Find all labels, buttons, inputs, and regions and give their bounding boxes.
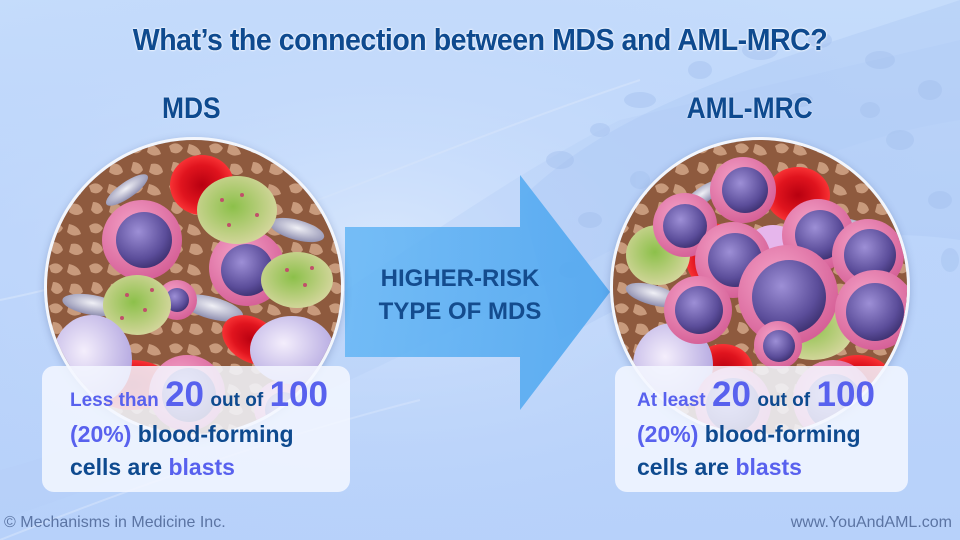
mds-line3-hl: blasts <box>168 454 235 480</box>
aml-line2-rest: blood-forming <box>704 421 861 447</box>
arrow-right-icon <box>345 175 610 410</box>
mds-info-box: Less than 20 out of 100 (20%) blood-form… <box>42 366 350 492</box>
aml-box-line3: cells are blasts <box>637 451 894 484</box>
website-text: www.YouAndAML.com <box>790 514 952 531</box>
mds-prefix: Less than <box>70 390 159 411</box>
mds-line2-rest: blood-forming <box>137 421 294 447</box>
aml-mid: out of <box>757 390 811 411</box>
mds-box-line3: cells are blasts <box>70 451 336 484</box>
arrow-label-line1: HIGHER-RISK <box>380 265 540 292</box>
aml-pct: (20%) <box>637 421 699 447</box>
copyright-text: © Mechanisms in Medicine Inc. <box>4 514 226 531</box>
aml-box-line1: At least 20 out of 100 <box>637 375 894 418</box>
mds-num2: 100 <box>269 375 328 414</box>
arrow-label-line2: TYPE OF MDS <box>378 298 542 325</box>
aml-prefix: At least <box>637 390 706 411</box>
mds-box-line2: (20%) blood-forming <box>70 418 336 451</box>
aml-line3-hl: blasts <box>735 454 802 480</box>
aml-mrc-info-box: At least 20 out of 100 (20%) blood-formi… <box>615 366 908 492</box>
slide-title: What’s the connection between MDS and AM… <box>132 22 828 57</box>
aml-num1: 20 <box>712 375 751 414</box>
mds-line3-start: cells are <box>70 454 163 480</box>
mds-heading: MDS <box>162 92 221 125</box>
arrow-label: HIGHER-RISK TYPE OF MDS <box>345 262 575 328</box>
mds-pct: (20%) <box>70 421 132 447</box>
mds-box-line1: Less than 20 out of 100 <box>70 375 336 418</box>
aml-box-line2: (20%) blood-forming <box>637 418 894 451</box>
mds-mid: out of <box>210 390 264 411</box>
aml-num2: 100 <box>816 375 875 414</box>
aml-mrc-heading: AML-MRC <box>686 92 813 125</box>
aml-line3-start: cells are <box>637 454 730 480</box>
mds-num1: 20 <box>165 375 205 414</box>
